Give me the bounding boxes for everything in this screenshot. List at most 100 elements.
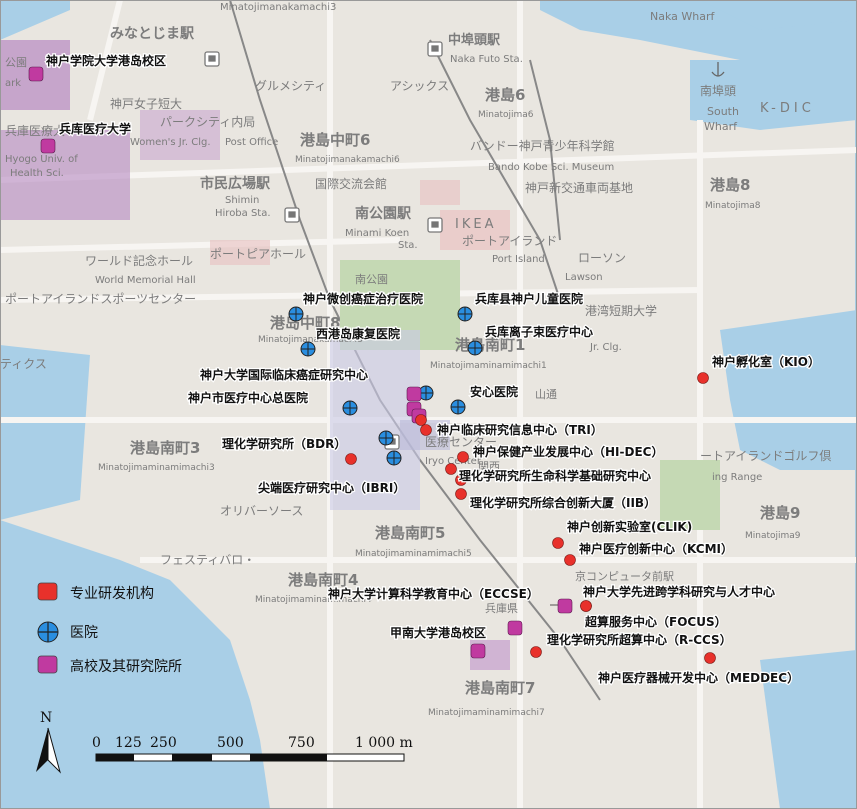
rd-institution-marker[interactable] [530,646,542,658]
rd-institution-label: 神户大学计算科学教育中心（ECCSE） [328,586,539,601]
rd-institution-label: 神户临床研究信息中心（TRI） [437,422,603,437]
rd-institution-label: 理化学研究所综合创新大厦（IIB） [470,495,656,510]
womens-en: Women's Jr. Clg. [130,137,211,148]
legend-hospital-label: 医院 [70,625,98,641]
legend: 专业研发机构 医院 高校及其研究院所 [37,582,182,675]
lawson-en: Lawson [565,272,603,283]
hospital-icon[interactable] [378,430,394,446]
rd-institution-label: 神户孵化室（KIO） [712,354,820,369]
kdic-label: K-DIC [760,101,815,116]
kokusai: 国際交流会館 [315,176,387,191]
south-wharf-en2: Wharf [704,120,738,133]
hospital-icon[interactable] [288,306,304,322]
station-nakafuto-sub: Naka Futo Sta. [450,54,523,65]
rd-institution-label: 尖端医疗研究中心（IBRI） [258,480,405,495]
rd-institution-marker[interactable] [697,372,709,384]
area-minamimachi3-sub: Minatojimaminamimachi3 [98,463,215,473]
rd-institution-label: 神户医疗创新中心（KCMI） [579,541,733,556]
hospital-icon[interactable] [450,399,466,415]
rd-institution-marker[interactable] [345,453,357,465]
hyogo-pref: 兵庫県 [485,601,518,615]
legend-rd-label: 专业研发机构 [70,586,154,602]
ikea-jp: ポートアイランド [462,234,557,248]
train-station-icon [427,217,443,233]
legend-univ-label: 高校及其研究院所 [70,658,182,675]
university-label: 神户学院大学港岛校区 [46,53,166,68]
jrclg: 港湾短期大学 [585,303,657,318]
rd-institution-marker[interactable] [455,474,467,486]
hospital-icon[interactable] [386,450,402,466]
rd-institution-marker[interactable] [445,463,457,475]
rd-institution-marker[interactable] [415,414,427,426]
rd-institution-marker[interactable] [704,652,716,664]
hospital-icon[interactable] [342,400,358,416]
rd-institution-marker[interactable] [580,600,592,612]
area-minamimachi4: 港島南町4 [288,571,358,589]
university-marker[interactable] [40,138,56,154]
university-marker[interactable] [507,620,523,636]
legend-rd-swatch [37,582,58,601]
points-layer [28,66,716,664]
hospital-label: 神户微创癌症治疗医院 [303,291,423,306]
rd-institution-label: 理化学研究所生命科学基础研究中心 [459,468,651,483]
bldg-2 [420,180,460,205]
university-marker[interactable] [470,643,486,659]
rd-institution-marker[interactable] [457,451,469,463]
area-minatojima9: 港島9 [760,504,800,522]
area-nakamachi8-sub: Minatojimanakamachi8 [258,335,363,345]
naka-wharf-label: Naka Wharf [650,10,715,23]
university-label: 甲南大学港岛校区 [390,625,486,640]
golf-zone [660,460,720,530]
festival: フェスティバロ・ [160,553,255,567]
university-marker[interactable] [406,386,422,402]
north-arrow-label: N [40,710,52,726]
post-office: Post Office [225,137,278,148]
rd-institution-marker[interactable] [420,424,432,436]
jrclg2: Jr. Clg. [589,342,622,353]
train-station-icon [284,207,300,223]
port-island: Port Island [492,254,545,265]
rd-institution-label: 神户医疗器械开发中心（MEDDEC） [598,670,799,685]
medical-center: 医療センター [425,435,497,449]
train-station-icon [204,51,220,67]
university-label: 神户大学先进跨学科研究与人才中心 [583,584,775,599]
scale-tick-125: 125 [115,735,142,751]
hospital-label: 神户市医疗中心总医院 [188,390,308,405]
legend-univ-swatch [37,655,58,674]
scale-tick-250: 250 [150,735,177,751]
hospital-icon[interactable] [467,340,483,356]
area-minamimachi5: 港島南町5 [375,524,445,542]
scale-tick-0: 0 [92,735,101,751]
asics: アシックス [390,79,449,93]
rd-institution-label: 神户创新实验室(CLIK) [567,519,692,534]
rd-institution-marker[interactable] [552,537,564,549]
lawson-jp: ローソン [578,251,626,265]
area-minamimachi3: 港島南町3 [130,439,200,457]
womens-jp: 神戸女子短大 [110,96,182,111]
hospital-icon[interactable] [300,341,316,357]
station-minatojima: みなとじま駅 [110,26,195,42]
univ-zone-womens [140,110,220,160]
rd-institution-marker[interactable] [564,554,576,566]
hospital-icon[interactable] [418,385,434,401]
bldg-1 [210,240,270,265]
university-label: 兵库医疗大学 [59,121,131,136]
area-nakamachi6: 港島中町6 [300,131,370,149]
university-marker[interactable] [557,598,573,614]
world-jp: ワールド記念ホール [85,253,193,268]
area-nakamachi8: 港岛中町8 [270,314,340,332]
sports-center: ポートアイランドスポーツセンター [5,292,196,306]
hospital-icon[interactable] [457,306,473,322]
university-marker[interactable] [28,66,44,82]
hospital-label: 兵库离子束医疗中心 [485,324,593,339]
south-wharf-en1: South [707,105,739,118]
hospital-label: 兵库县神户儿童医院 [475,291,583,306]
area-minamimachi7: 港島南町7 [465,679,535,697]
rd-institution-marker[interactable] [455,488,467,500]
computer-station: 京コンピュータ前駅 [575,569,674,583]
rd-institution-label: 超算服务中心（FOCUS） [584,614,727,629]
ikea-zone [440,210,510,250]
univ-zone-left [0,130,130,220]
station-minamikoen-sub2: Sta. [398,240,418,251]
